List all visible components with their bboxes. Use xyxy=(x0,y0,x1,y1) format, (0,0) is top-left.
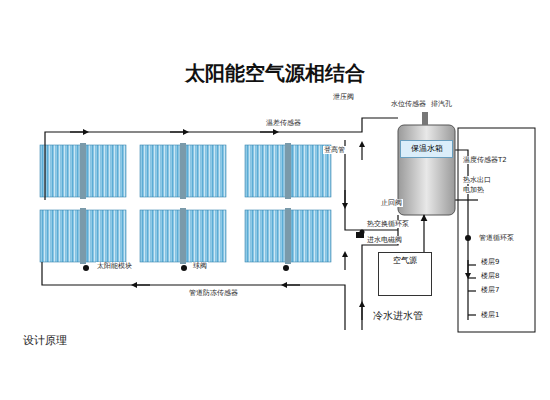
solar-collector xyxy=(291,210,331,262)
solar-collector xyxy=(186,210,226,262)
solar-collector xyxy=(245,145,285,197)
node-text: 空气源 xyxy=(382,256,428,266)
part-label: 楼层8 xyxy=(480,272,500,280)
part-label: 球阀 xyxy=(192,262,208,270)
solar-collector xyxy=(40,145,80,197)
part-label: 排汽孔 xyxy=(430,100,453,108)
part-label: 楼层1 xyxy=(480,311,500,319)
part-label: 温度传感器T2 xyxy=(462,156,508,164)
solar-collector xyxy=(245,210,285,262)
part-label: 太阳能模块 xyxy=(96,262,133,270)
node-text: 保温水箱 xyxy=(404,144,449,154)
part-label: 水位传感器 xyxy=(390,100,427,108)
section-heading: 设计原理 xyxy=(22,334,68,347)
pipe-connector xyxy=(423,215,424,252)
part-label: 冷水进水管 xyxy=(372,310,424,322)
part-label: 楼层7 xyxy=(480,286,500,294)
part-label: 热水出口 xyxy=(462,176,492,184)
part-label: 电加热 xyxy=(462,186,485,194)
part-label: 温差传感器 xyxy=(265,119,302,127)
part-label: 楼层9 xyxy=(480,258,500,266)
part-label: 管道循环泵 xyxy=(478,234,515,242)
solar-collector xyxy=(40,210,80,262)
diagram-title: 太阳能空气源相结合 xyxy=(185,60,365,87)
part-label: 登高管 xyxy=(323,146,346,154)
solar-collector xyxy=(140,145,180,197)
part-label: 进水电磁阀 xyxy=(366,236,403,244)
part-label: 热交换循环泵 xyxy=(366,220,410,228)
solar-collector xyxy=(86,145,126,197)
solar-collector xyxy=(186,145,226,197)
solar-collector xyxy=(86,210,126,262)
solar-collector xyxy=(140,210,180,262)
storage-tank: 保温水箱 xyxy=(400,140,453,158)
part-label: 泄压阀 xyxy=(332,93,355,101)
part-label: 止回阀 xyxy=(380,199,403,207)
part-label: 管道防冻传感器 xyxy=(188,289,239,297)
air-source-unit: 空气源 xyxy=(378,252,432,296)
